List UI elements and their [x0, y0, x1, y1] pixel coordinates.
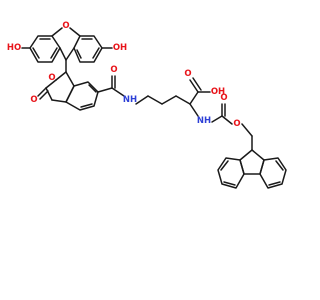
amide-oxygen-label: O: [110, 65, 117, 75]
hydroxyl-label-right: OH: [113, 43, 127, 53]
carboxylic-acid-oh-label: OH: [211, 87, 225, 97]
amide-nitrogen-label: NH: [123, 95, 137, 105]
carbamate-ester-oxygen-label: O: [233, 119, 240, 129]
atom-labels: HO OH O O O O NH OH O NH O O: [7, 21, 241, 129]
hydroxyl-label-left: HO: [7, 43, 21, 53]
bond-skeleton: [21, 27, 287, 189]
lactone-carbonyl-oxygen-label: O: [30, 95, 37, 105]
lactone-ring-oxygen-label: O: [48, 73, 55, 83]
molecule-structure: HO OH O O O O NH OH O NH O O: [7, 21, 287, 189]
carbamate-nitrogen-label: NH: [197, 116, 211, 126]
carbamate-carbonyl-oxygen-label: O: [220, 93, 227, 103]
carboxylic-acid-oxygen-label: O: [184, 69, 191, 79]
xanthene-oxygen-label: O: [62, 21, 69, 31]
